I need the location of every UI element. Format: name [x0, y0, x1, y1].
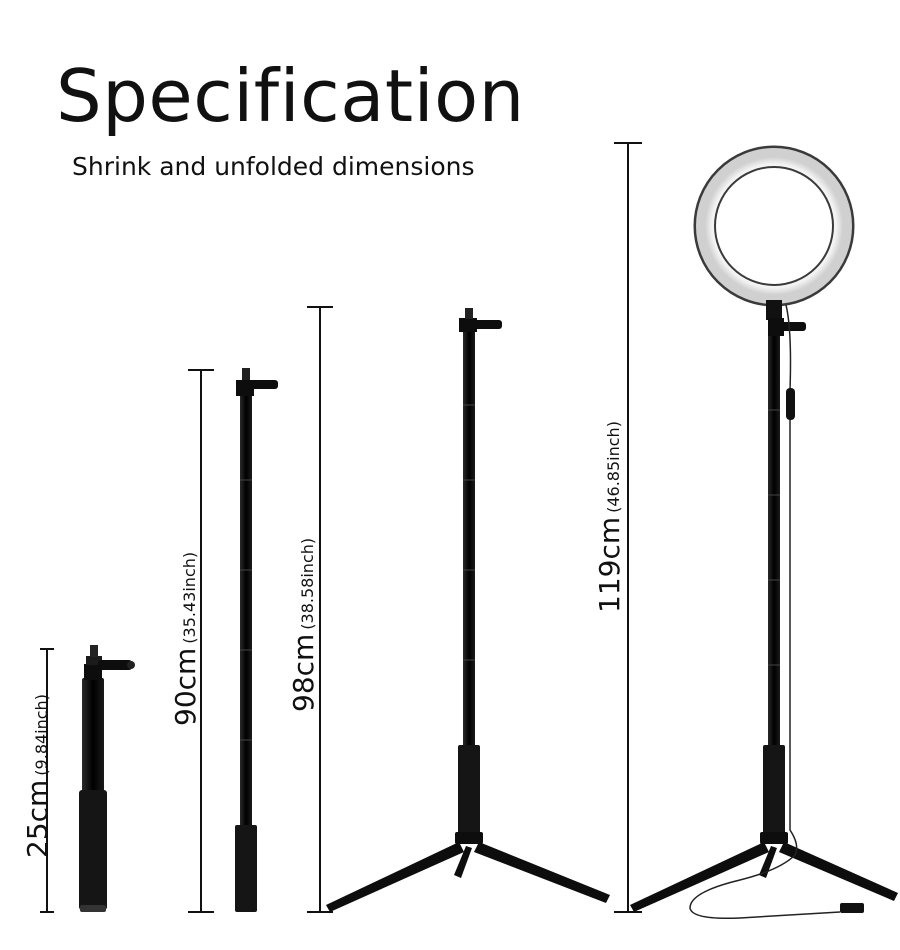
page-subtitle: Shrink and unfolded dimensions [72, 152, 475, 181]
measure-line-25cm [40, 648, 54, 913]
page-title: Specification [56, 54, 525, 138]
measure-line-98cm [307, 306, 333, 913]
tripod-stand [326, 308, 610, 912]
dimension-inch: (35.43inch) [180, 551, 199, 644]
dimension-cm: 25cm [21, 779, 54, 858]
dimension-inch: (46.85inch) [604, 421, 623, 513]
measure-line-119cm [614, 142, 642, 913]
dimension-label-25cm: 25cm (9.84inch) [21, 694, 54, 858]
measure-line-90cm [188, 369, 214, 913]
dimension-label-90cm: 90cm (35.43inch) [169, 551, 202, 726]
dimension-cm: 90cm [169, 647, 202, 726]
dimension-inch: (38.58inch) [298, 537, 317, 630]
dimension-cm: 119cm [593, 516, 626, 613]
dimension-label-98cm: 98cm (38.58inch) [287, 537, 320, 712]
extended-stick [235, 368, 278, 912]
shrunk-stick [79, 645, 135, 912]
ring-light-stand [630, 145, 898, 920]
dimension-inch: (9.84inch) [32, 694, 51, 776]
dimension-cm: 98cm [287, 633, 320, 712]
dimension-label-119cm: 119cm (46.85inch) [593, 421, 626, 613]
